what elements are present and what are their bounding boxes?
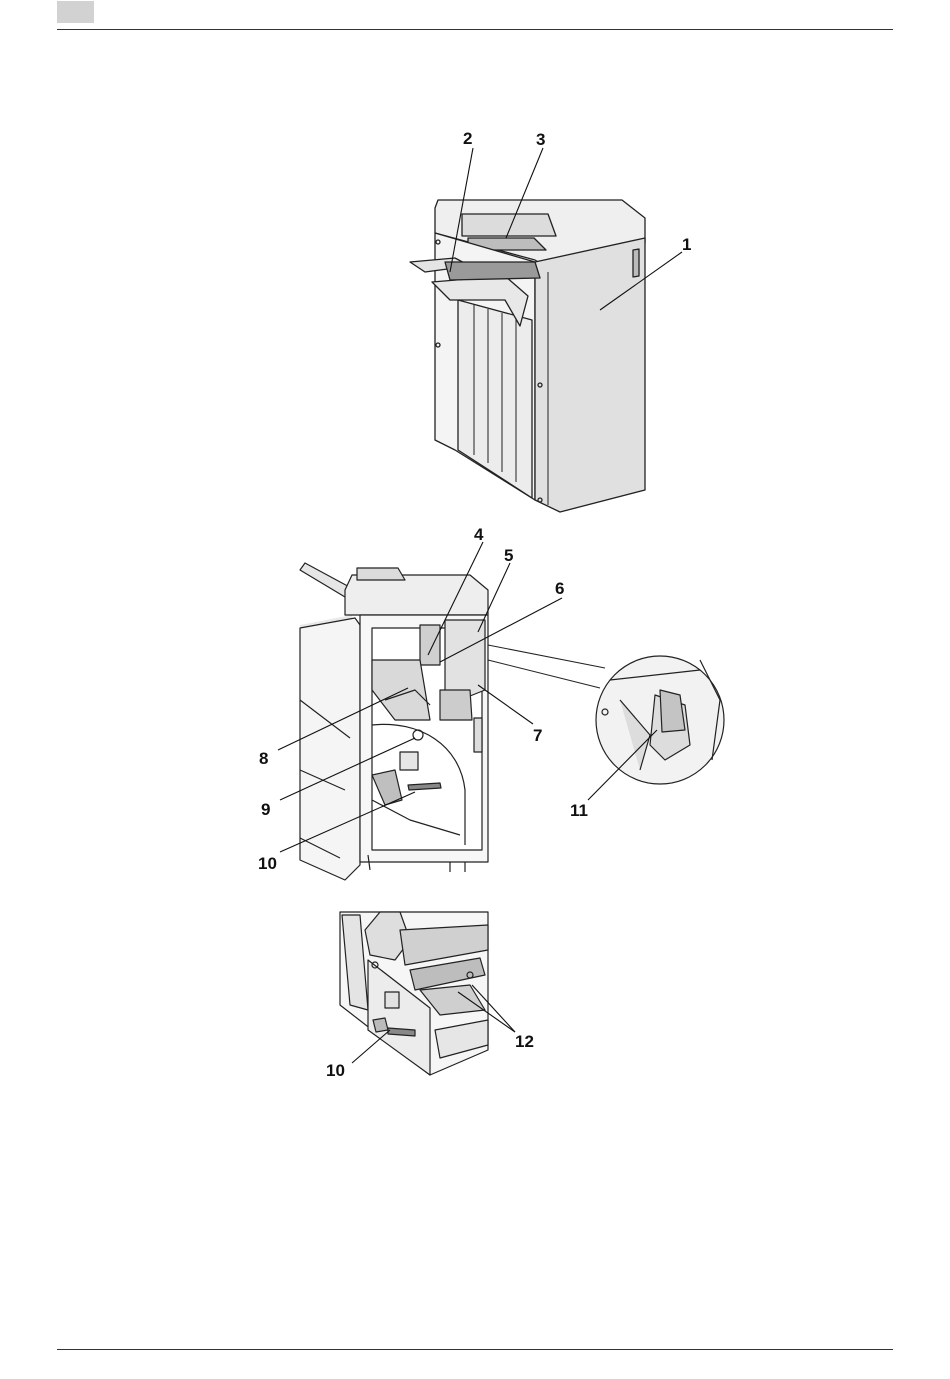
callout-10: 10	[326, 1061, 345, 1080]
callout-7: 7	[533, 726, 542, 745]
callout-1: 1	[682, 235, 691, 254]
saddle-stitcher-figure	[340, 912, 488, 1075]
callout-5: 5	[504, 546, 513, 565]
callout-4: 4	[474, 525, 484, 544]
callout-6: 6	[555, 579, 564, 598]
callout-9: 9	[261, 800, 270, 819]
callout-11: 11	[570, 801, 588, 820]
callout-10: 10	[258, 854, 277, 873]
finisher-exterior-figure	[410, 200, 645, 512]
callout-2: 2	[463, 129, 472, 148]
finisher-interior-figure	[300, 563, 724, 880]
callout-3: 3	[536, 130, 545, 149]
callout-8: 8	[259, 749, 268, 768]
callout-12: 12	[515, 1032, 534, 1051]
